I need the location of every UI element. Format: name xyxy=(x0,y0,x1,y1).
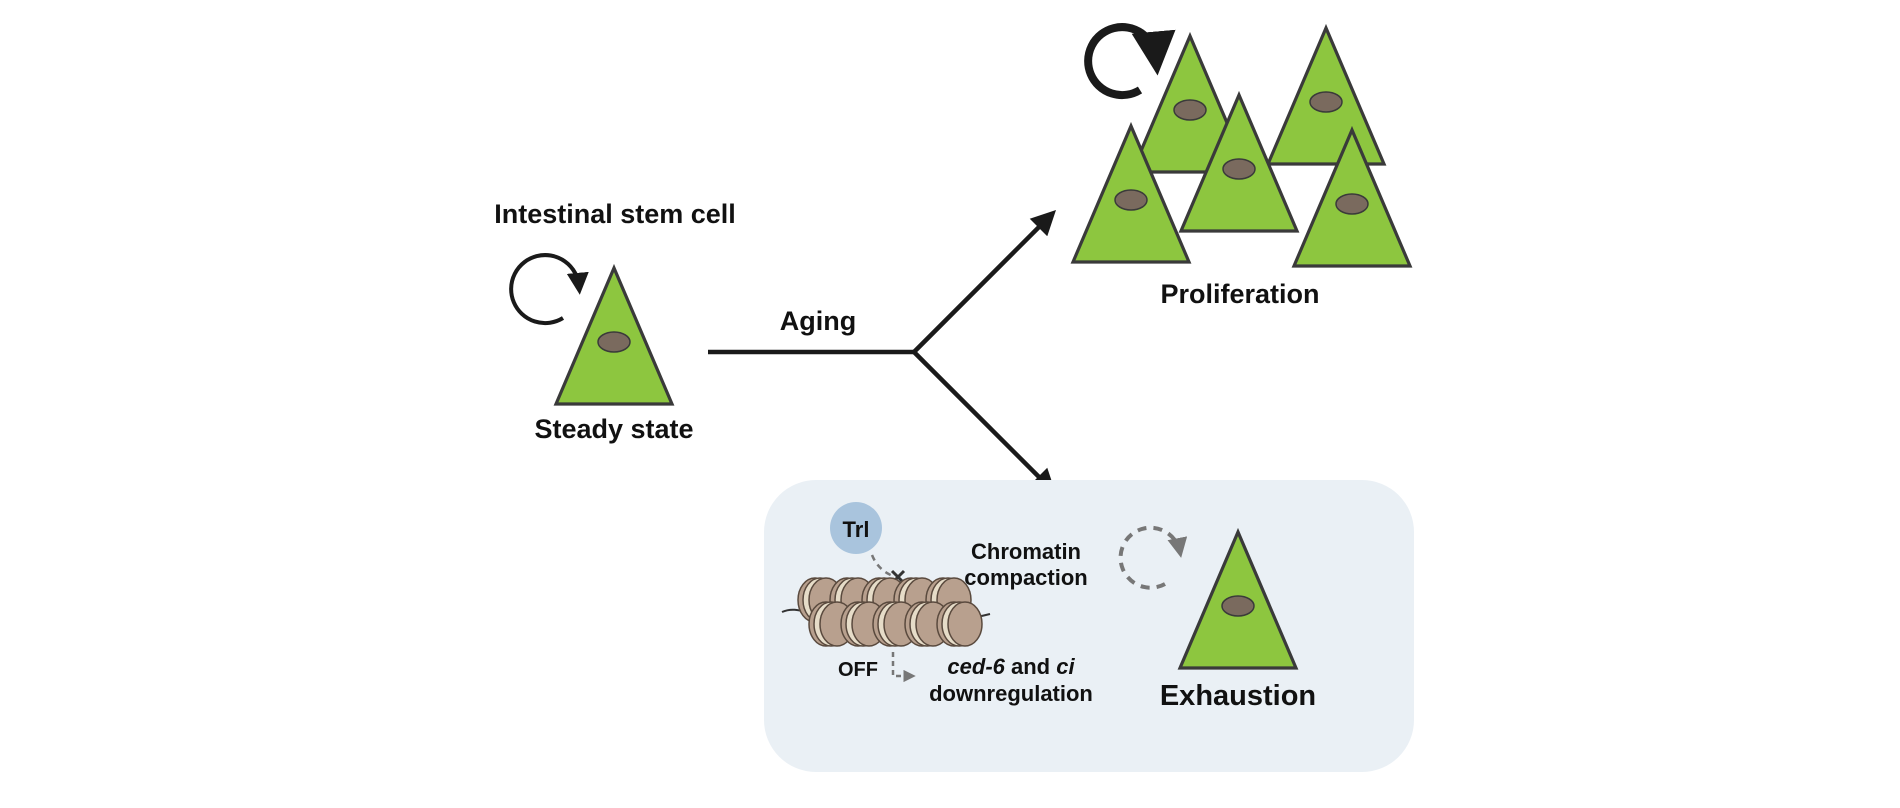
steady-state-label: Steady state xyxy=(534,414,693,444)
exhaustion-panel xyxy=(764,480,1414,772)
proliferation-label: Proliferation xyxy=(1160,279,1319,309)
trl-label: Trl xyxy=(843,517,870,542)
aging-fork-arrows xyxy=(708,209,1057,495)
off-dashed-arrow xyxy=(891,652,916,683)
proliferating-cell xyxy=(1266,26,1386,166)
reduced-self-renewal-dashed-arrow-icon xyxy=(1118,525,1188,590)
proliferation-self-renewal-arrow-icon xyxy=(1084,23,1176,100)
trl-bubble: Trl xyxy=(830,502,882,554)
aging-label: Aging xyxy=(780,306,856,336)
gene-downregulation-line1: ced-6 and ci xyxy=(947,654,1075,679)
chromatin-label-line2: compaction xyxy=(964,565,1087,590)
chromatin-fiber xyxy=(781,577,991,647)
self-renewal-arrow-icon xyxy=(509,253,589,326)
trl-binding-dashed-arrow xyxy=(870,554,894,578)
stem-cell-title: Intestinal stem cell xyxy=(494,199,736,229)
off-label: OFF xyxy=(838,659,878,681)
exhaustion-label: Exhaustion xyxy=(1160,680,1316,712)
downregulation-label: downregulation xyxy=(929,681,1093,706)
nucleosome-row-front xyxy=(808,601,983,647)
chromatin-label-line1: Chromatin xyxy=(971,539,1081,564)
proliferating-cells xyxy=(1071,26,1412,268)
stem-cell xyxy=(554,266,674,406)
